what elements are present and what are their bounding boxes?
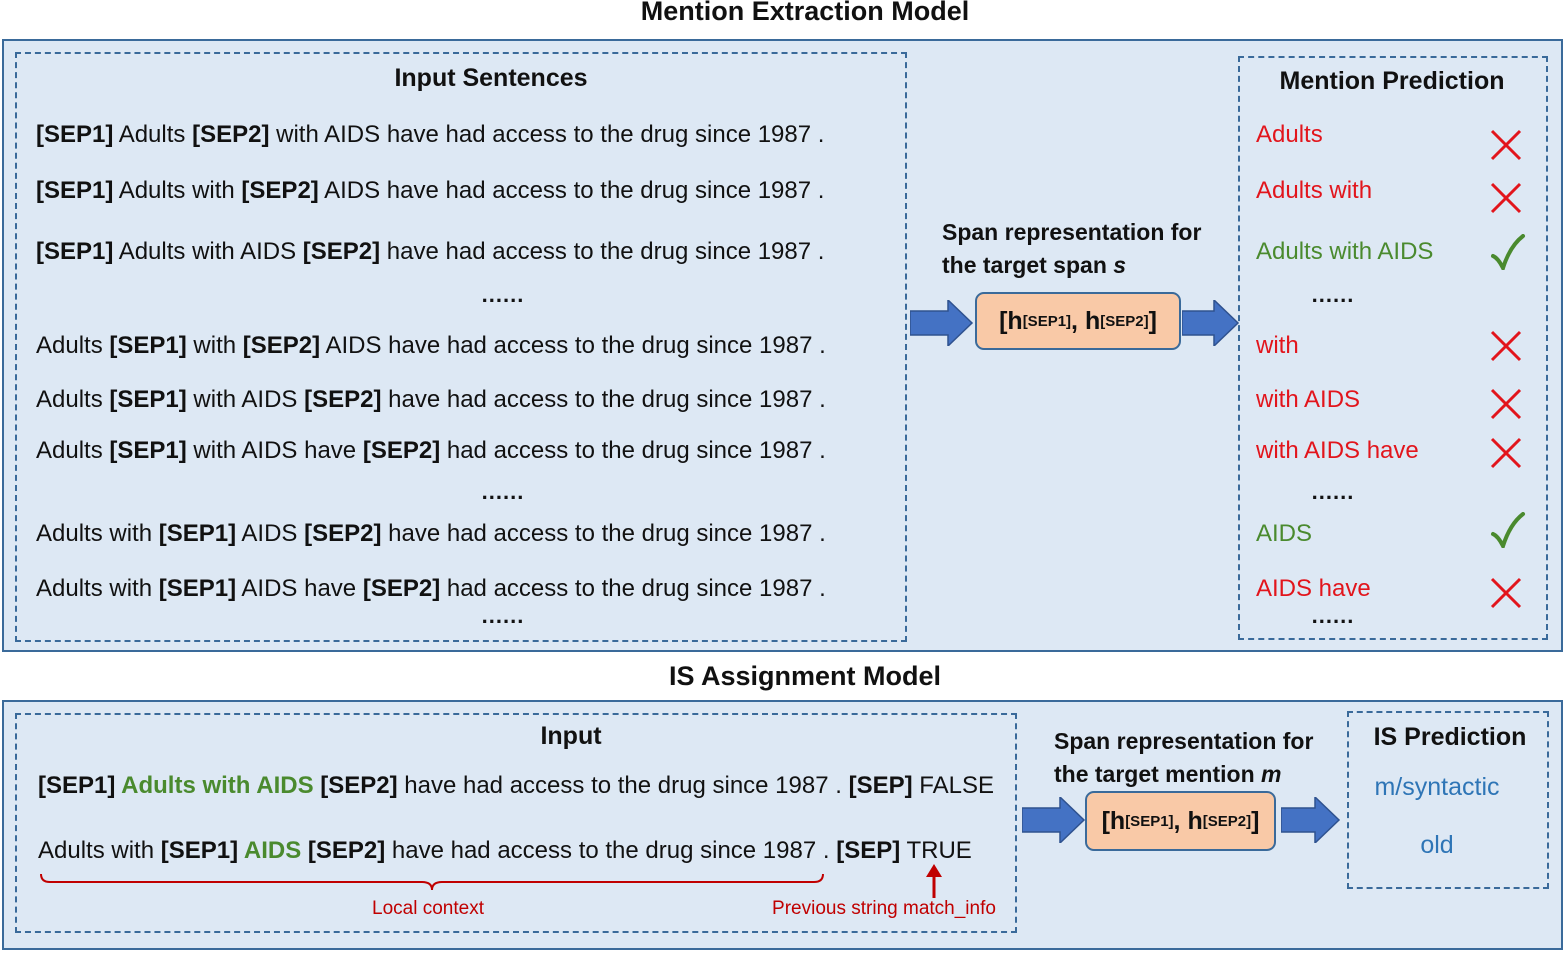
right-arrow-icon [910,300,974,346]
ellipsis: ...... [481,282,525,307]
input-sentences-title: Input Sentences [394,64,588,92]
prediction-label: Adults with [1256,177,1373,204]
up-arrow-icon [926,864,942,898]
prediction-label: with AIDS have [1256,437,1419,464]
prediction-label: AIDS [1256,520,1313,547]
cross-icon [1488,328,1524,369]
sentence: Adults [SEP1] with AIDS have [SEP2] had … [36,437,826,464]
is-span-representation-box: [h[SEP1], h[SEP2]] [1085,791,1276,851]
mention-extraction-panel [2,39,1563,652]
span-representation-label: Span representation for the target span … [942,219,1202,278]
local-context-label: Local context [372,898,484,919]
prediction-label: AIDS have [1256,575,1371,602]
sentence: [SEP1] Adults with [SEP2] AIDS have had … [36,177,825,204]
is-prediction-label: m/syntactic [1374,773,1500,801]
cross-icon [1488,575,1524,616]
sentence: [SEP1] Adults with AIDS [SEP2] have had … [36,238,825,265]
sentence: Adults [SEP1] with AIDS [SEP2] have had … [36,386,826,413]
mention-extraction-title: Mention Extraction Model [640,0,970,26]
prediction-label: Adults with AIDS [1256,238,1434,265]
cross-icon [1488,386,1524,427]
input-sentences-box [15,52,907,642]
is-prediction-box [1347,711,1549,889]
is-span-representation-label: Span representation for the target menti… [1054,728,1314,787]
ellipsis: ...... [1311,603,1355,628]
right-arrow-icon [1281,797,1341,843]
right-arrow-icon [1022,797,1086,843]
check-icon [1490,234,1526,275]
mention-prediction-box [1238,56,1548,640]
is-input-row: Adults with [SEP1] AIDS [SEP2] have had … [38,837,972,864]
is-prediction-label: old [1420,831,1454,859]
is-prediction-title: IS Prediction [1373,723,1527,751]
is-assignment-title: IS Assignment Model [668,661,942,691]
cross-icon [1488,435,1524,476]
sentence: Adults with [SEP1] AIDS have [SEP2] had … [36,575,826,602]
ellipsis: ...... [1311,282,1355,307]
ellipsis: ...... [1311,479,1355,504]
is-input-title: Input [540,722,602,750]
prediction-label: with AIDS [1256,386,1361,413]
local-context-brace [40,873,824,891]
is-input-row: [SEP1] Adults with AIDS [SEP2] have had … [38,772,994,799]
sentence: [SEP1] Adults [SEP2] with AIDS have had … [36,121,825,148]
prediction-label: with [1256,332,1299,359]
right-arrow-icon [1182,300,1240,346]
cross-icon [1488,127,1524,168]
sentence: Adults [SEP1] with [SEP2] AIDS have had … [36,332,826,359]
check-icon [1490,512,1526,553]
span-representation-box: [h[SEP1], h[SEP2]] [975,292,1181,350]
ellipsis: ...... [481,603,525,628]
prediction-label: Adults [1256,121,1323,148]
match-info-label: Previous string match_info [772,898,996,919]
mention-prediction-title: Mention Prediction [1279,67,1505,95]
ellipsis: ...... [481,479,525,504]
cross-icon [1488,180,1524,221]
is-input-box [15,713,1017,933]
sentence: Adults with [SEP1] AIDS [SEP2] have had … [36,520,826,547]
